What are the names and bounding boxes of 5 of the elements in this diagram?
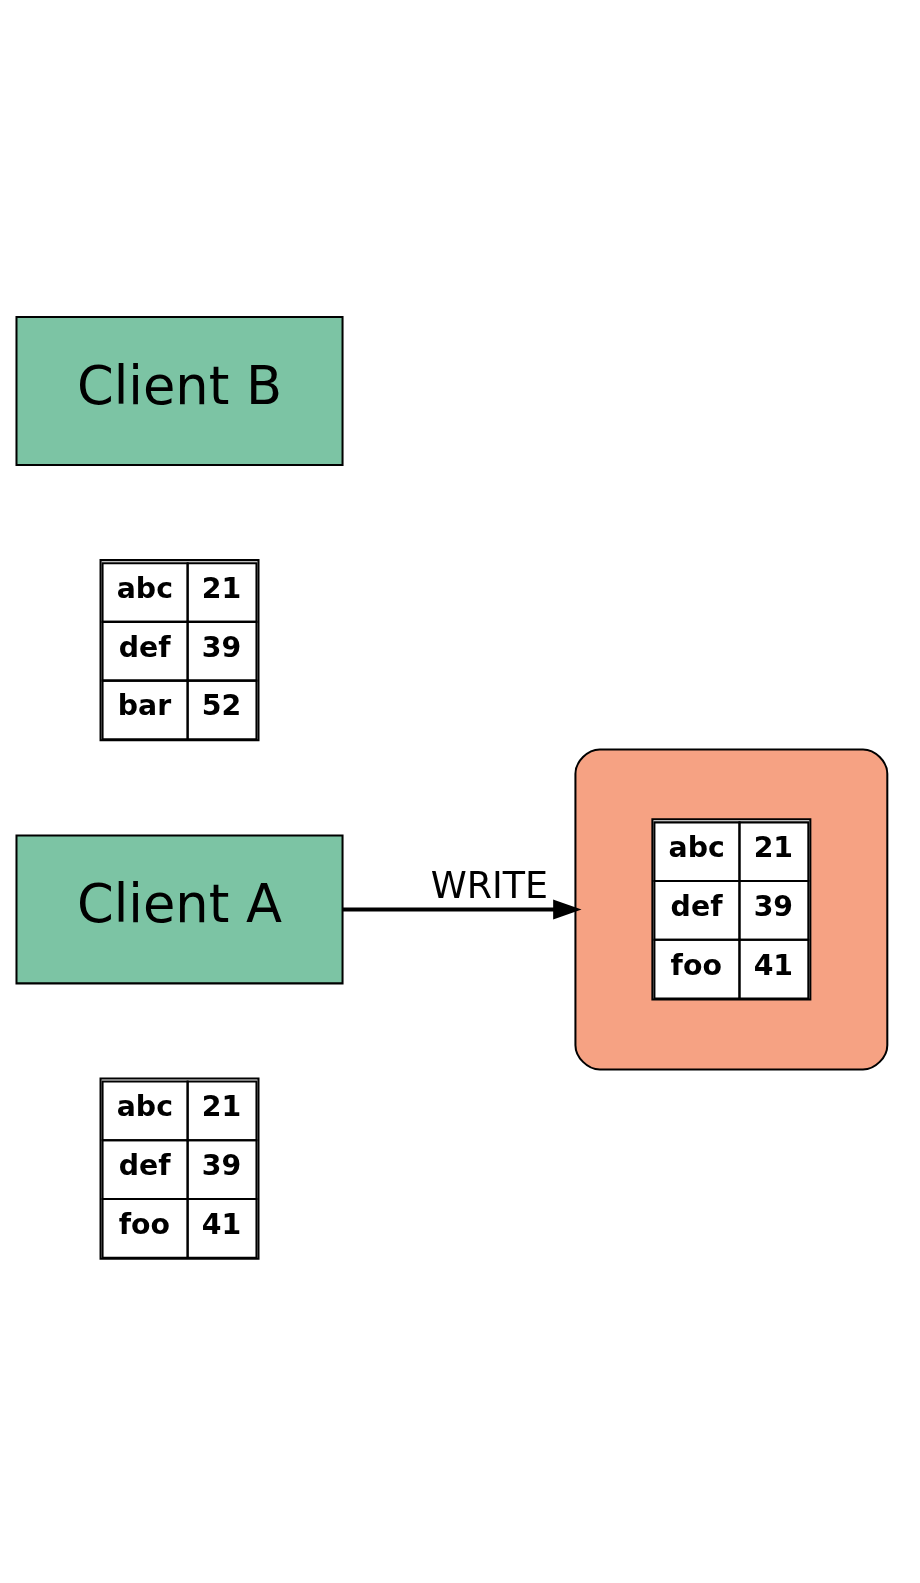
node-box: Client B [15, 315, 344, 466]
arrow [342, 899, 582, 919]
edge-label: WRITE [430, 863, 549, 907]
cluster [574, 747, 889, 1070]
node-box: Client A [15, 834, 344, 984]
